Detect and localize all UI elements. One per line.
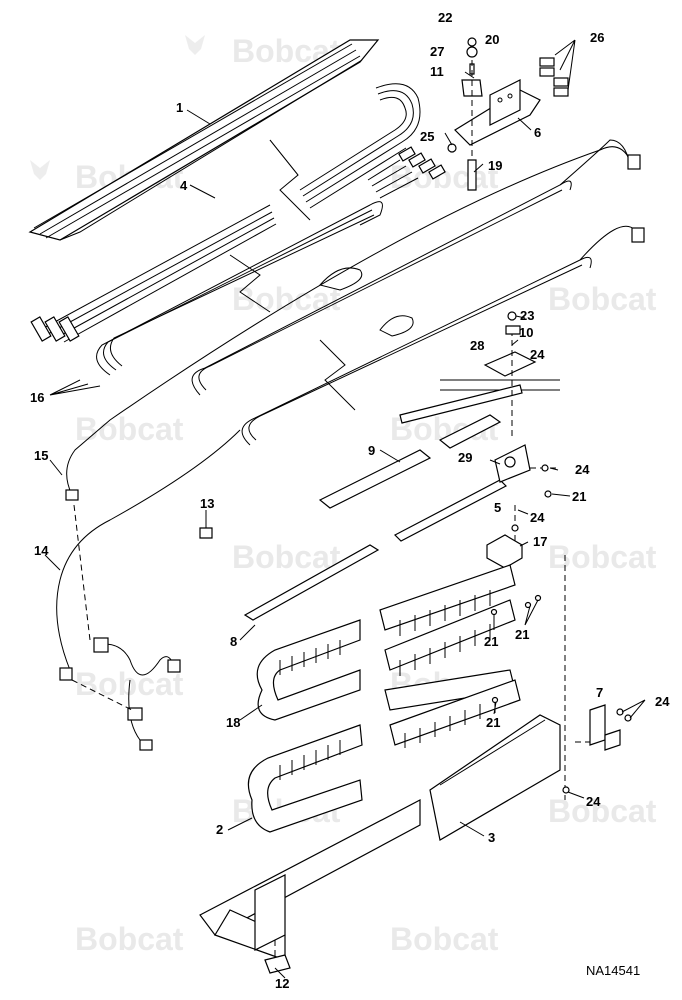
callout-21b: 21 (484, 634, 498, 649)
callout-7: 7 (596, 685, 603, 700)
part-7-bracket (575, 704, 621, 751)
part-29-bracket (494, 444, 560, 483)
watermark-text: Bobcat (232, 539, 341, 575)
part-15-harness (65, 146, 645, 641)
watermark-text: Bobcat (548, 793, 657, 829)
callout-8: 8 (230, 634, 237, 649)
callout-28: 28 (470, 338, 484, 353)
part-2-cable-chain (247, 679, 521, 833)
part-8-strip (243, 479, 508, 621)
callout-26: 26 (590, 30, 604, 45)
part-12-pad (264, 940, 291, 974)
chain-links (279, 698, 496, 780)
watermark-text: Bobcat (390, 921, 499, 957)
callout-3: 3 (488, 830, 495, 845)
callout-24d: 24 (655, 694, 670, 709)
chain-links (279, 590, 491, 676)
callout-4: 4 (180, 178, 188, 193)
part-28-plate (483, 311, 537, 440)
callout-24c: 24 (530, 510, 545, 525)
watermark-text: Bobcat (75, 411, 184, 447)
callout-24a: 24 (530, 347, 545, 362)
callout-22: 22 (438, 10, 452, 25)
part-4-hose-bundle (30, 83, 421, 343)
watermark-logo-icon (185, 35, 205, 55)
watermark-text: Bobcat (75, 921, 184, 957)
callout-21d: 21 (486, 715, 500, 730)
drawing-code: NA14541 (586, 963, 640, 978)
callout-29: 29 (458, 450, 472, 465)
callout-21a: 21 (572, 489, 586, 504)
callout-24e: 24 (586, 794, 601, 809)
callout-13: 13 (200, 496, 214, 511)
watermark-text: Bobcat (548, 281, 657, 317)
part-5-block (486, 505, 523, 569)
callout-27: 27 (430, 44, 444, 59)
part-9-strip (318, 384, 523, 509)
callout-16: 16 (30, 390, 44, 405)
callout-12: 12 (275, 976, 289, 991)
callout-10: 10 (519, 325, 533, 340)
callout-14: 14 (34, 543, 49, 558)
callout-23: 23 (520, 308, 534, 323)
watermark-text: Bobcat (390, 159, 499, 195)
callout-17: 17 (533, 534, 547, 549)
callout-20: 20 (485, 32, 499, 47)
part-18-cable-chain (256, 564, 516, 721)
part-26-fittings (367, 57, 569, 199)
callout-6: 6 (534, 125, 541, 140)
part-14-harness (56, 429, 241, 751)
callout-21c: 21 (515, 627, 529, 642)
callout-18: 18 (226, 715, 240, 730)
hardware-bolts (490, 464, 632, 794)
callout-11: 11 (430, 64, 444, 79)
callout-5: 5 (494, 500, 501, 515)
watermark-text: Bobcat (548, 539, 657, 575)
callout-1: 1 (176, 100, 183, 115)
callout-25: 25 (420, 129, 434, 144)
part-16-hoses (96, 139, 636, 446)
leader-lines (44, 39, 646, 979)
watermark-logo-icon (30, 160, 50, 180)
part-1-hose-bundle (28, 39, 380, 241)
callout-9: 9 (368, 443, 375, 458)
callout-24b: 24 (575, 462, 590, 477)
part-6-bracket (454, 37, 541, 191)
callout-15: 15 (34, 448, 48, 463)
callout-2: 2 (216, 822, 223, 837)
part-13-grommet (199, 510, 213, 539)
callout-19: 19 (488, 158, 502, 173)
callouts: 1 2 3 4 5 6 7 8 9 10 11 12 13 14 15 16 1… (30, 10, 670, 991)
part-3-channel (199, 555, 566, 961)
